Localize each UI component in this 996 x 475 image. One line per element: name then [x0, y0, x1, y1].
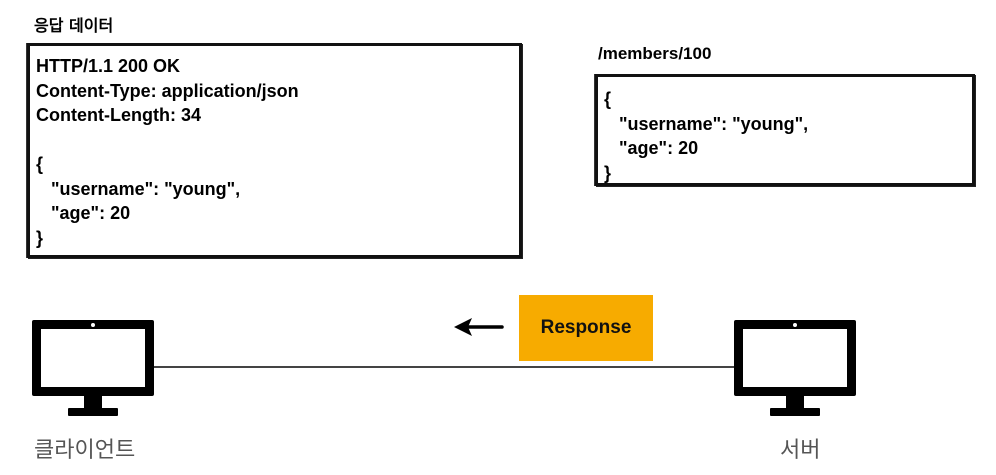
json-username-field: "username": "young", [36, 178, 241, 199]
json-close-brace: } [604, 162, 612, 183]
content-length-header: Content-Length: 34 [36, 105, 201, 125]
json-close-brace: } [36, 227, 44, 248]
json-open-brace: { [604, 89, 612, 109]
json-username-field: "username": "young", [604, 113, 809, 134]
response-badge: Response [519, 295, 653, 361]
blank-line [36, 128, 519, 153]
client-monitor-icon [32, 320, 154, 418]
diagram-title: 응답 데이터 [34, 16, 114, 35]
client-label: 클라이언트 [34, 438, 136, 463]
server-label: 서버 [780, 438, 821, 463]
json-age-field: "age": 20 [36, 203, 131, 223]
arrow-left-icon [454, 318, 504, 336]
server-monitor-icon [734, 320, 856, 418]
status-line: HTTP/1.1 200 OK [36, 56, 181, 76]
resource-json-box: { "username": "young", "age": 20 } [595, 74, 975, 186]
content-type-header: Content-Type: application/json [36, 80, 299, 101]
connection-line [154, 366, 734, 368]
http-response-message-box: HTTP/1.1 200 OK Content-Type: applicatio… [27, 43, 522, 258]
resource-path-label: /members/100 [598, 44, 712, 63]
json-age-field: "age": 20 [604, 138, 699, 158]
json-open-brace: { [36, 154, 44, 174]
